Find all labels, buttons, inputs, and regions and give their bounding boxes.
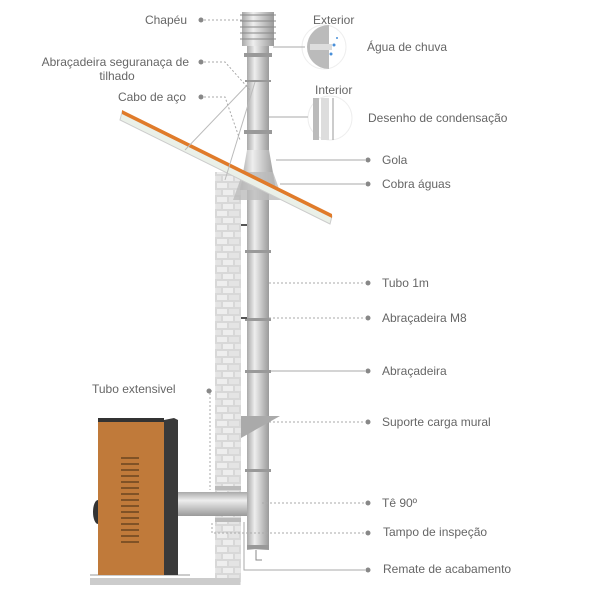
label-tampo-inspecao: Tampo de inspeção [383, 525, 487, 539]
pipe-clamps [244, 53, 272, 549]
floor [90, 578, 240, 585]
label-chapeu: Chapéu [145, 13, 187, 27]
label-exterior: Exterior [313, 13, 354, 27]
label-abracadeira-seguranca-2: tilhado [99, 69, 135, 83]
chimney-cap [240, 12, 276, 46]
brick-wall [215, 172, 241, 585]
label-tubo-extensivel: Tubo extensivel [92, 382, 176, 396]
label-abracadeira-seguranca: Abraçadeira seguranaça de [42, 55, 190, 69]
label-te-90: Tê 90º [382, 496, 418, 510]
label-cobra-aguas: Cobra águas [382, 177, 451, 191]
chimney-pipe [247, 45, 269, 550]
stove [93, 418, 178, 575]
interior-detail-inset [307, 95, 353, 141]
horizontal-pipe [178, 492, 258, 516]
label-abracadeira: Abraçadeira [382, 364, 447, 378]
label-desenho-condensacao: Desenho de condensação [368, 111, 508, 125]
label-tubo-1m: Tubo 1m [382, 276, 429, 290]
label-gola: Gola [382, 153, 408, 167]
label-remate-acabamento: Remate de acabamento [383, 562, 511, 576]
roof [119, 110, 333, 225]
label-abracadeira-m8: Abraçadeira M8 [382, 311, 467, 325]
label-cabo-aco: Cabo de aço [118, 90, 186, 104]
label-interior: Interior [315, 83, 352, 97]
exterior-detail-inset [301, 24, 347, 70]
label-suporte-carga-mural: Suporte carga mural [382, 415, 491, 429]
label-agua-chuva: Água de chuva [367, 39, 447, 54]
